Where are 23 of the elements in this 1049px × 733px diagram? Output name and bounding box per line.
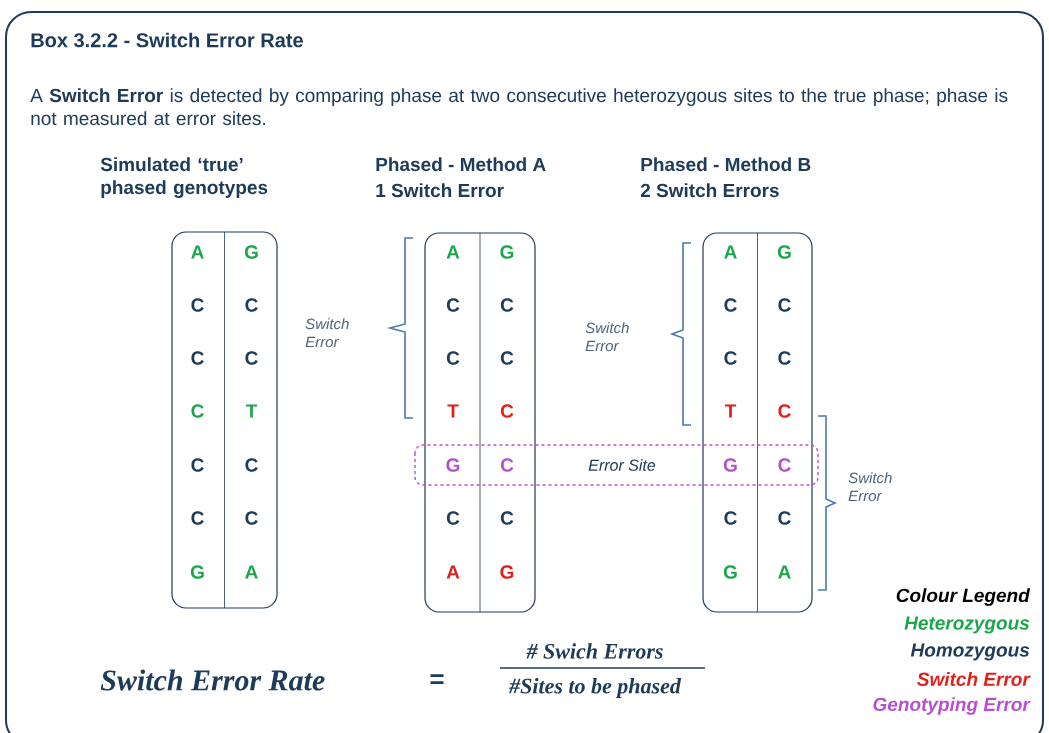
- intro-text: A Switch Error is detected by comparing phase at two consecutive heterozygous sites to the true phase; phase is not measured at error sites.: [30, 88, 1008, 126]
- legend-entry: Homozygous: [910, 643, 1030, 661]
- bracket-label: Switch Error: [305, 318, 349, 348]
- genotype-column: A G C C C C C T C C C C G A: [171, 231, 278, 609]
- fraction-numerator: # Swich Errors: [526, 643, 663, 659]
- column-heading: Simulated ‘true’ phased genotypes: [100, 157, 268, 198]
- genotype-column: A G C C C C T C G C C C A G: [424, 232, 536, 613]
- genotype-column: A G C C C C T C G C C C G A: [702, 232, 813, 613]
- legend-entry: Genotyping Error: [873, 697, 1031, 715]
- legend-entry: Switch Error: [917, 672, 1031, 686]
- bracket-label: Switch Error: [585, 322, 629, 352]
- column-heading: 1 Switch Error: [376, 183, 504, 198]
- equals-sign: =: [430, 674, 444, 685]
- highlight-label: Error Site: [588, 459, 656, 471]
- legend-entry: Heterozygous: [904, 616, 1030, 634]
- fraction-denominator: #Sites to be phased: [509, 678, 682, 698]
- column-heading: Phased - Method B: [641, 157, 811, 172]
- column-heading: Phased - Method A: [376, 157, 546, 172]
- formula-term: Switch Error Rate: [100, 669, 325, 691]
- column-heading: 2 Switch Errors: [640, 183, 779, 198]
- bracket-label: Switch Error: [848, 472, 892, 502]
- title: Box 3.2.2 - Switch Error Rate: [31, 32, 303, 48]
- legend-heading: Colour Legend: [896, 588, 1031, 606]
